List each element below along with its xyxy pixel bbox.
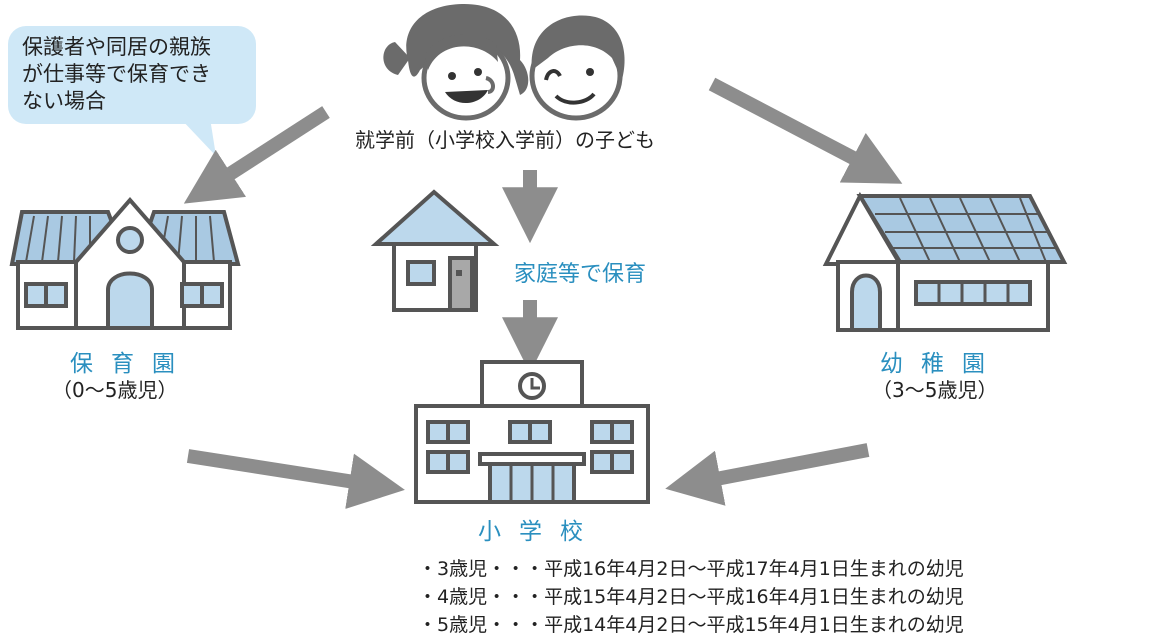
arrow-to-kindergarten <box>708 77 903 184</box>
home-building-icon <box>370 189 500 312</box>
kindergarten-building-icon <box>822 191 1068 332</box>
kindergarten-label: 幼稚園 <box>880 351 1003 377</box>
bubble-line: ない場合 <box>22 89 106 113</box>
nursery-age: （0〜5歳児） <box>52 378 178 402</box>
age-notes: ・3歳児・・・平成16年4月2日〜平成17年4月1日生まれの幼児 ・4歳児・・・… <box>418 555 964 639</box>
nursery-label: 保育園 <box>70 351 193 377</box>
arrows <box>183 77 903 509</box>
nursery-building-icon <box>9 196 241 330</box>
school-label: 小学校 <box>478 519 601 545</box>
school-building-icon <box>414 360 650 504</box>
speech-bubble <box>8 26 256 156</box>
bubble-text: 保護者や同居の親族 が仕事等で保育でき ない場合 <box>22 34 252 115</box>
note-line: ・5歳児・・・平成14年4月2日〜平成15年4月1日生まれの幼児 <box>418 614 964 636</box>
kindergarten-age: （3〜5歳児） <box>872 378 998 402</box>
bubble-line: 保護者や同居の親族 <box>22 35 211 59</box>
arrow-nursery-to-school <box>186 449 405 509</box>
home-label: 家庭等で保育 <box>514 262 647 287</box>
children-caption: 就学前（小学校入学前）の子ども <box>355 128 655 152</box>
note-line: ・3歳児・・・平成16年4月2日〜平成17年4月1日生まれの幼児 <box>418 558 964 580</box>
arrow-to-nursery <box>183 106 330 204</box>
arrow-kindergarten-to-school <box>665 443 870 506</box>
boy-face-icon <box>529 15 625 121</box>
children-icon <box>383 3 625 121</box>
bubble-line: が仕事等で保育でき <box>22 62 211 86</box>
girl-face-icon <box>383 3 529 121</box>
note-line: ・4歳児・・・平成15年4月2日〜平成16年4月1日生まれの幼児 <box>418 586 964 608</box>
